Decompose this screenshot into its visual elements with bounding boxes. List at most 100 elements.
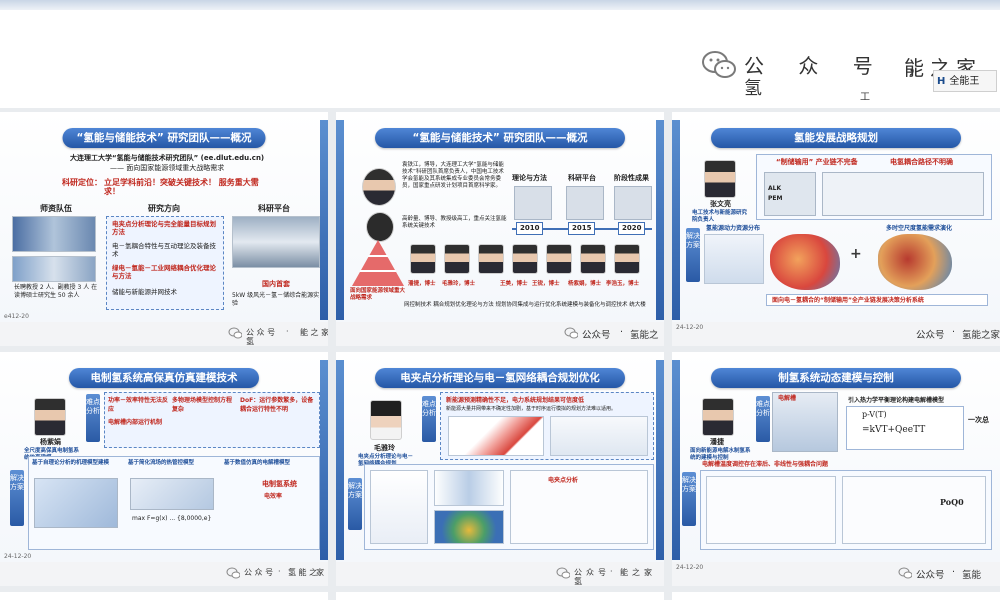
slide-edge-decoration (672, 360, 680, 560)
footer-word-1: 公 众 号 (244, 568, 274, 577)
slide-simulation-modeling[interactable]: 电制氢系统高保真仿真建模技术 杨紫娟 全尺度高保真电制氢系统仿真建模 难点分析 … (0, 352, 328, 586)
model-title: 引入热力学平衡理论构建电解槽模型 (848, 397, 945, 404)
footer-word-1: 公众号 (916, 570, 945, 581)
footer-word-2: · (286, 327, 289, 336)
footer-word-1: 公众号 (916, 330, 945, 341)
wechat-icon (226, 567, 240, 579)
load-profile-chart (434, 470, 504, 506)
slide-strategy[interactable]: 氢能发展战略规划 张文亮 电工技术与新能源研究院负责人 “制储输用” 产业链不完… (672, 112, 1000, 346)
footer-word-7: 家 (644, 568, 652, 577)
challenge-b: 电氢耦合路径不明确 (890, 158, 953, 166)
slide-edge-decoration (656, 120, 664, 320)
footer-word-1: 公 众 号 (246, 328, 276, 337)
footer-word-8: 氢 (574, 577, 582, 586)
slide-edge-decoration (336, 360, 344, 560)
member-role-6: 李浩玉，博士 (606, 281, 640, 287)
formula-box (846, 406, 964, 450)
coupling-flowchart (510, 470, 648, 544)
slide-footer: 24-12-20 公众号 · 氢能之家 (672, 322, 1000, 346)
researcher-photo (370, 400, 402, 440)
footer-word-2: · (278, 567, 281, 576)
member-photo-6 (580, 244, 606, 274)
formula-a: p-V(T) (862, 410, 887, 419)
slide-edge-decoration (320, 360, 328, 560)
slide-pinch-analysis[interactable]: 电夹点分析理论与电－氢网络耦合规划优化 毛雅玲 电夹点分析理论与电－氢网络耦合规… (336, 352, 664, 586)
difficulty-tab: 难点分析 (422, 396, 436, 442)
footer-word-5: 能 (620, 568, 628, 577)
footer-word-2: · (952, 327, 956, 338)
second-intro: 高龄量、博导、教授级高工，重点关注氢能系统关键技术 (402, 216, 507, 229)
slide-title: “氢能与储能技术” 研究团队——概况 (375, 128, 625, 148)
resource-chart (704, 234, 764, 284)
footer-word-4: 氢 (246, 337, 254, 346)
slide-team-members[interactable]: “氢能与储能技术” 研究团队——概况 袁铁江，博导，大连理工大学“氢能与储能技术… (336, 112, 664, 346)
difficulty-d: 电解槽内部运行机制 (108, 419, 163, 426)
member-role-1: 潘捷，博士 (408, 281, 436, 287)
lead-avatar (362, 168, 396, 206)
timeline-year-3: 2020 (618, 222, 646, 235)
org-subtitle: —— 面向国家能源领域重大战略需求 (110, 164, 225, 172)
wechat-icon (898, 567, 912, 579)
footer-word-2: · (952, 567, 956, 578)
footer-word-4: 家 (316, 568, 324, 577)
watermark-char-small: 工 (860, 92, 870, 103)
slide-dynamic-control[interactable]: 制氢系统动态建模与控制 潘捷 面向新能源电解水制氢系统的建模与控制 难点分析 电… (672, 352, 1000, 586)
thermal-diagram (130, 478, 214, 510)
member-role-2: 毛雅玲，博士 (442, 281, 476, 287)
slide-title: 电制氢系统高保真仿真建模技术 (69, 368, 259, 388)
faculty-heading: 师资队伍 (40, 204, 72, 213)
difficulty-c: DoF：运行参数繁多，设备耦合运行特性不明 (240, 397, 314, 413)
researcher-subtitle: 面向新能源电解水制氢系统的建模与控制 (690, 448, 751, 461)
label-platform: 科研平台 (568, 174, 596, 182)
pinch-panel-label: 电夹点分析 (548, 477, 579, 484)
pinch-curve-chart (370, 470, 428, 544)
member-photo-7 (614, 244, 640, 274)
slide-body: 电夹点分析理论与电－氢网络耦合规划优化 毛雅玲 电夹点分析理论与电－氢网络耦合规… (336, 352, 664, 562)
aside-note: 一次总 (968, 416, 989, 424)
slide-date: 24-12-20 (676, 564, 704, 571)
equipment-diagram (764, 172, 816, 216)
slide-date: 24-12-20 (676, 324, 704, 331)
next-slide-edge (336, 592, 664, 600)
watermark-text: 公 众 号 ， (744, 54, 942, 78)
footer-word-2: 众 (586, 568, 594, 577)
footer-word-3: 氢能之家 (962, 330, 1000, 341)
china-map-supply (770, 234, 840, 290)
platform-heading: 科研平台 (258, 204, 290, 213)
member-photo-3 (478, 244, 504, 274)
slide-footer: 24-12-20 公众号 · 氢能 (672, 562, 1000, 586)
footer-word-3: 氢能 (962, 570, 982, 581)
member-role-4: 王锐，博士 (532, 281, 560, 287)
solution-a: 基于自理论分析的机理模型建模 (32, 460, 110, 466)
slide-body: “氢能与储能技术” 研究团队——概况 袁铁江，博导，大连理工大学“氢能与储能技术… (336, 112, 664, 322)
slide-team-overview[interactable]: “氢能与储能技术” 研究团队——概况 大连理工大学“氢能与储能技术研究团队” (… (0, 112, 328, 346)
lead-intro: 袁铁江，博导，大连理工大学“氢能与储能技术”科研团队首席负责人，中国电工技术学会… (402, 162, 504, 189)
researcher-subtitle: 电工技术与新能源研究院负责人 (692, 210, 748, 223)
difficulty-b: 多物理场模型控制方程复杂 (172, 397, 233, 413)
formula-b: =kVT+QeeTT (862, 425, 926, 435)
platform-note: 国内首套 (262, 280, 290, 288)
slide-body: “氢能与储能技术” 研究团队——概况 大连理工大学“氢能与储能技术研究团队” (… (0, 112, 328, 322)
slide-footer: 公 众 号 · 能 之 家 氢 (0, 322, 328, 346)
slide-footer: 公 众 号 · 能 之 家 氢 (336, 562, 664, 586)
watermark-char: 氢 (744, 78, 762, 99)
issue-text: 电解槽温度调控存在滞后、非线性与强耦合问题 (702, 461, 829, 468)
timeline-year-1: 2010 (516, 222, 544, 235)
second-avatar (366, 212, 394, 242)
difficulty-tab: 难点分析 (756, 396, 770, 442)
wechat-icon (228, 327, 242, 339)
label-results: 阶段性成果 (614, 174, 649, 182)
direction-2: 电－氢耦合特性与互动理论及装备技术 (112, 242, 216, 258)
platform-photo (232, 216, 320, 268)
pyramid-graphic (352, 240, 404, 286)
formula: max F=g(x) ... {8,0000,e} (132, 515, 212, 522)
label-theory: 理论与方法 (512, 174, 547, 182)
slide-body: 电制氢系统高保真仿真建模技术 杨紫娟 全尺度高保真电制氢系统仿真建模 难点分析 … (0, 352, 328, 562)
students-photo (12, 256, 96, 282)
conclusion-box (766, 294, 988, 306)
researcher-name: 杨紫娟 (40, 438, 61, 446)
panel-b-title: 多时空尺度氢能需求演化 (886, 225, 953, 232)
top-banner-strip (0, 0, 1000, 10)
